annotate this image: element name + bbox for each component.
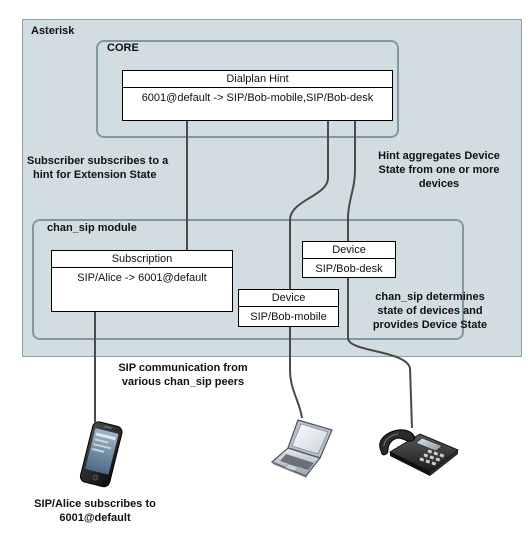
sip-communication-note: SIP communication from various chan_sip …	[108, 361, 258, 389]
subscription-box: Subscription SIP/Alice -> 6001@default	[51, 250, 233, 312]
subscription-title: Subscription	[52, 251, 232, 268]
device-bob-desk-title: Device	[303, 242, 395, 259]
aggregates-note-line-1: Hint aggregates Device	[378, 150, 500, 162]
chan-sip-note-line-3: provides Device State	[372, 319, 488, 331]
chan-sip-note: chan_sip determines state of devices and…	[356, 290, 504, 332]
alice-note-line-2: 6001@default	[59, 512, 131, 524]
subscription-value: SIP/Alice -> 6001@default	[77, 272, 207, 284]
alice-note: SIP/Alice subscribes to 6001@default	[21, 497, 169, 525]
aggregates-note-line-3: devices	[418, 178, 460, 190]
aggregates-note: Hint aggregates Device State from one or…	[364, 149, 514, 191]
alice-note-line-1: SIP/Alice subscribes to	[34, 498, 156, 510]
subscriber-note-line-1: Subscriber subscribes to a	[27, 155, 169, 167]
desk-device-to-phone-line	[347, 278, 413, 429]
device-bob-mobile-box: Device SIP/Bob-mobile	[238, 289, 339, 327]
laptop-icon	[270, 419, 333, 478]
aggregates-note-line-2: State from one or more	[378, 164, 500, 176]
desk-phone-icon	[379, 429, 459, 476]
chan-sip-note-line-2: state of devices and	[377, 305, 483, 317]
device-bob-desk-box: Device SIP/Bob-desk	[302, 241, 396, 278]
dialplan-hint-title: Dialplan Hint	[123, 71, 392, 88]
subscriber-note-line-2: hint for Extension State	[33, 169, 157, 181]
core-label: CORE	[107, 42, 139, 54]
mobile-device-to-laptop-line	[289, 327, 303, 419]
core-container	[96, 40, 399, 138]
dialplan-hint-box: Dialplan Hint 6001@default -> SIP/Bob-mo…	[122, 70, 393, 121]
chan-sip-module-label: chan_sip module	[47, 222, 137, 234]
dialplan-hint-value: 6001@default -> SIP/Bob-mobile,SIP/Bob-d…	[141, 92, 374, 104]
device-bob-mobile-value: SIP/Bob-mobile	[250, 311, 327, 323]
chan-sip-module-container	[32, 219, 464, 340]
chan-sip-note-line-1: chan_sip determines	[375, 291, 485, 303]
hint-to-mobile-device-line	[289, 121, 329, 289]
device-bob-desk-value: SIP/Bob-desk	[315, 263, 383, 275]
subscriber-note: Subscriber subscribes to a hint for Exte…	[27, 154, 187, 182]
asterisk-label: Asterisk	[31, 25, 75, 37]
hint-to-desk-device-line	[347, 121, 356, 241]
smartphone-icon	[79, 421, 123, 488]
sip-communication-note-line-1: SIP communication from	[118, 362, 248, 374]
device-bob-mobile-title: Device	[239, 290, 338, 307]
sip-communication-note-line-2: various chan_sip peers	[121, 376, 245, 388]
